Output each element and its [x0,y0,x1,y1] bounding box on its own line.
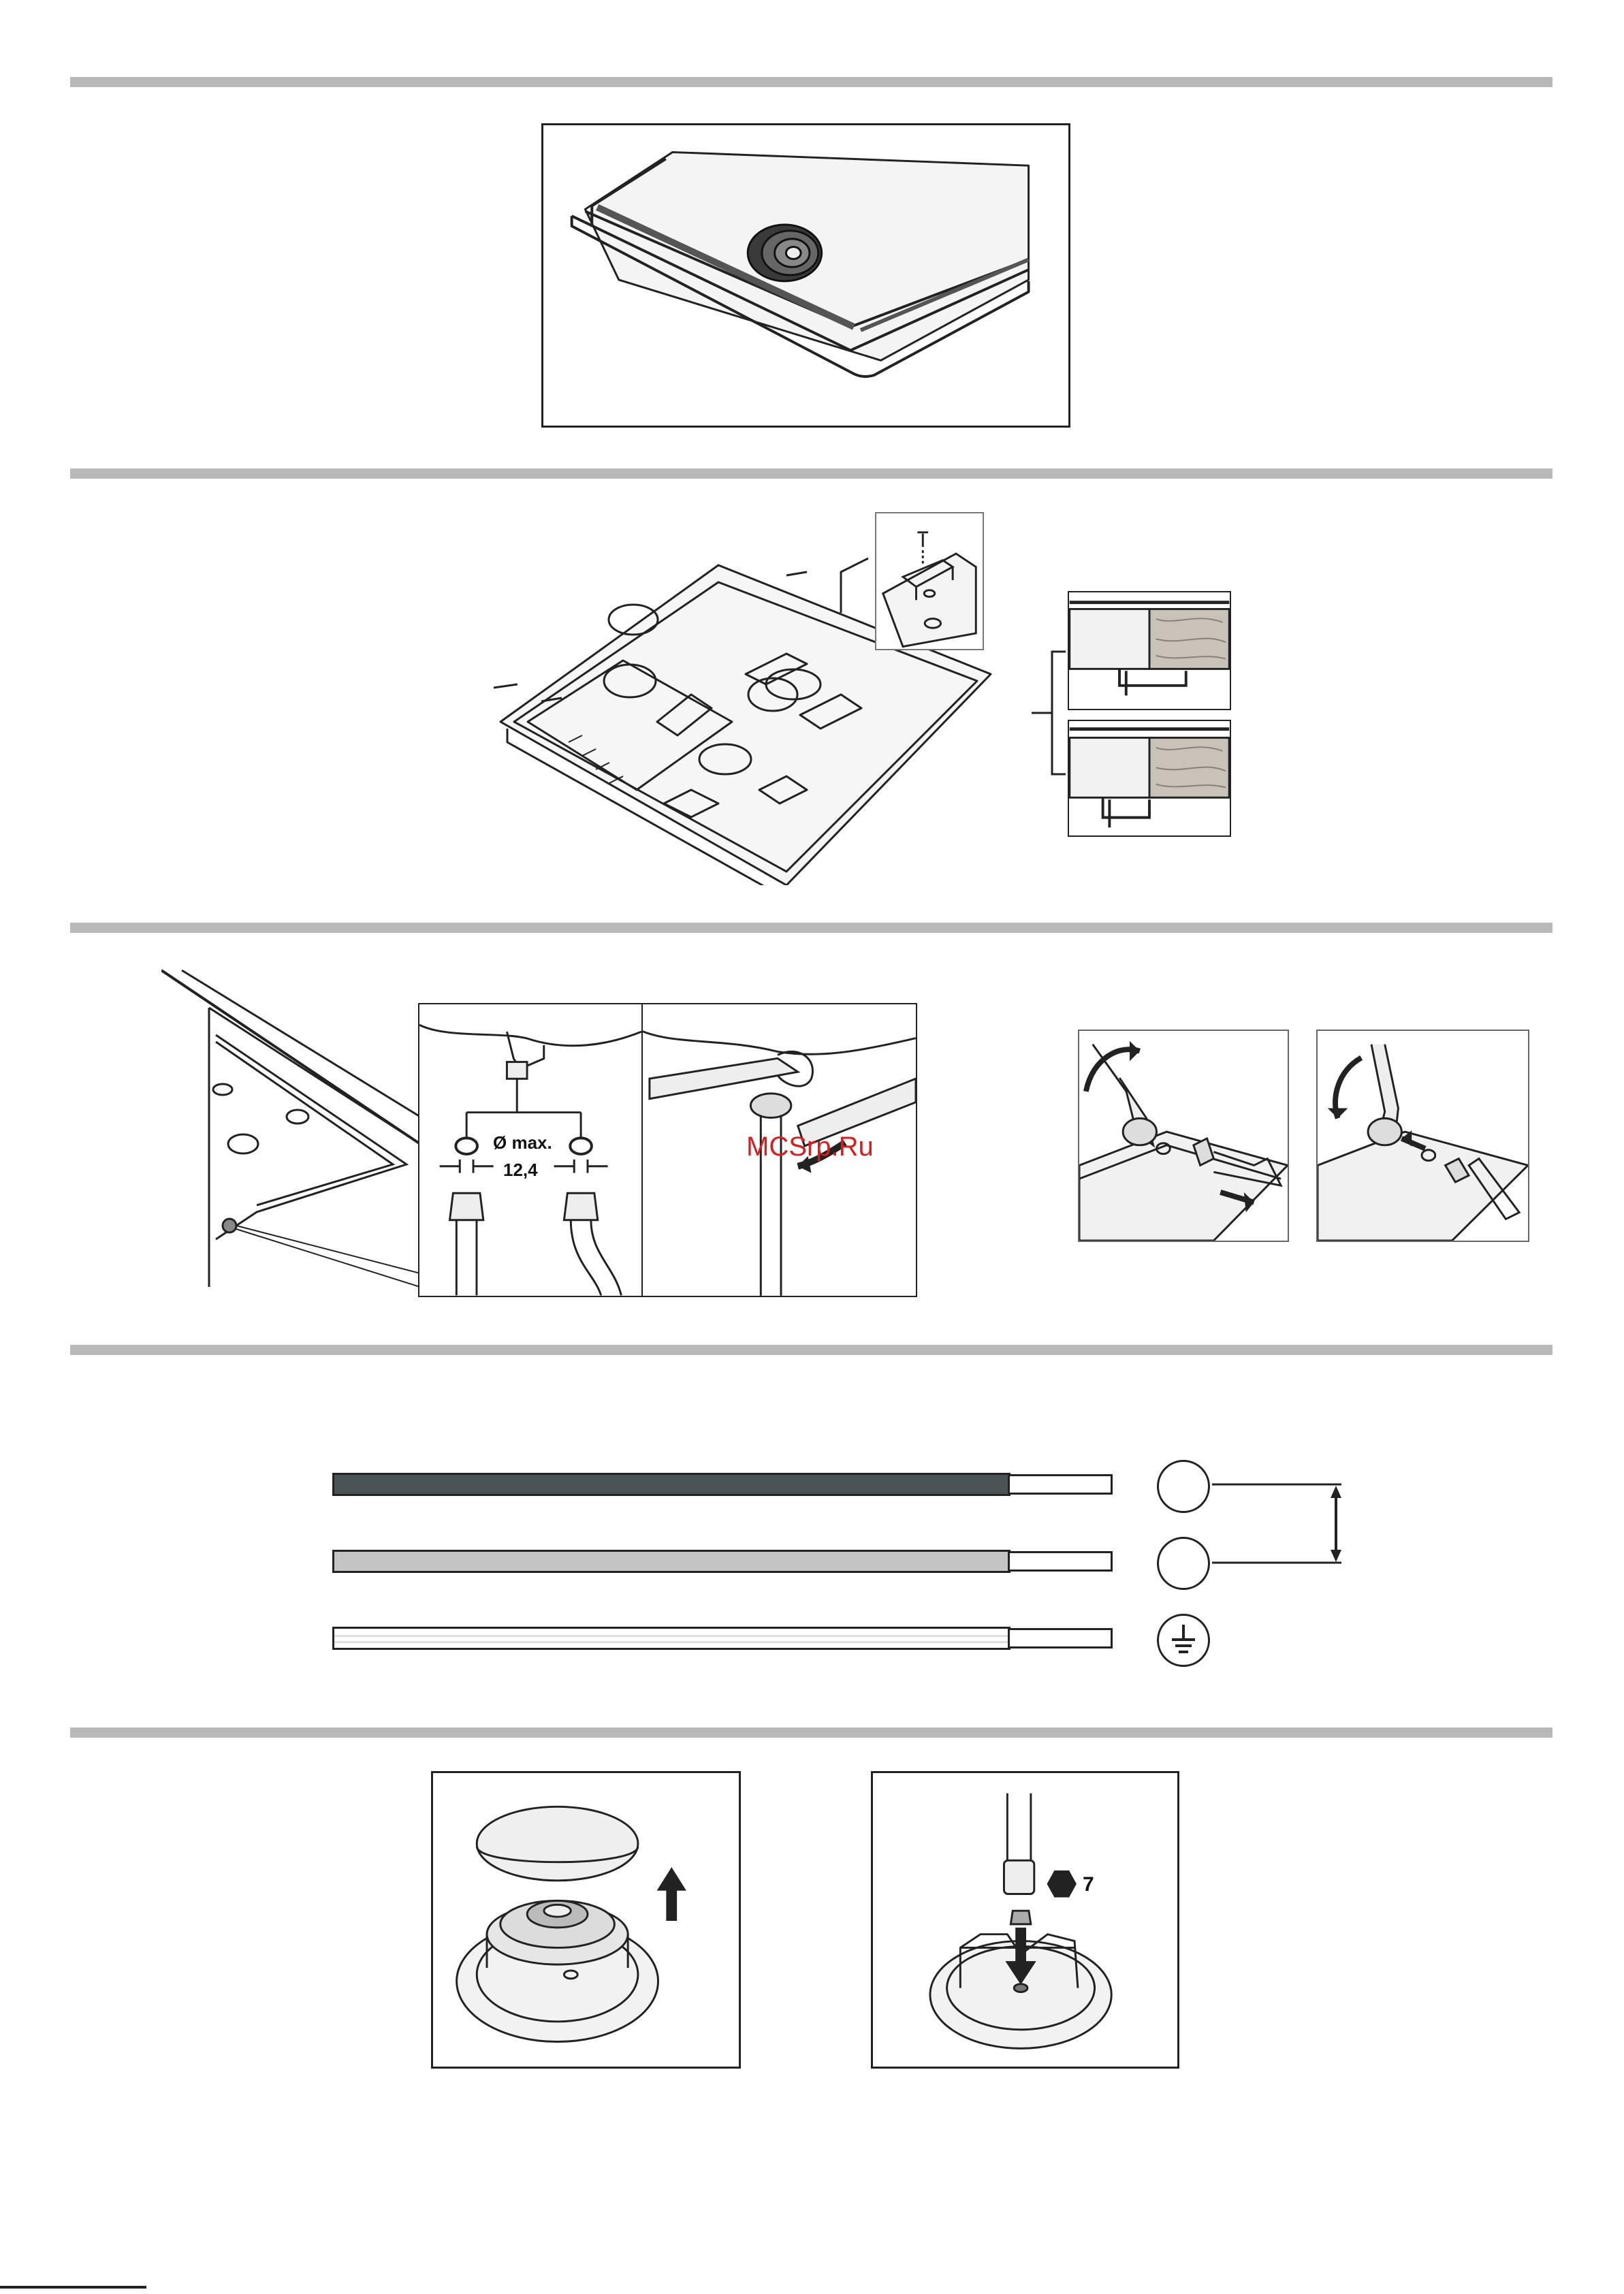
burner-cap-removal-panel [431,1771,741,2069]
diameter-label: Ø max. [493,1132,552,1153]
wrench-loosen-panel-left [1078,1030,1289,1242]
hob-corner-gas-inlet [161,967,420,1287]
arrow-up-icon [657,1867,686,1891]
gas-fitting-dimension-panel: Ø max. 12,4 [418,1003,643,1297]
section-divider-1 [70,77,1553,87]
worktop-clamp-detail-bottom [1068,720,1231,837]
seal-roll-icon [748,225,822,281]
section-divider-5 [70,1727,1553,1738]
wrench-loosen-panel-right [1316,1030,1529,1242]
hob-edge-with-seal-drawing [543,125,1068,426]
cable-live [332,1473,1010,1496]
cable-neutral-stripped-end [1008,1551,1113,1572]
voltage-indicator-lines [1212,1471,1348,1566]
hex-nut-icon [1047,1870,1077,1897]
section-divider-3 [70,923,1553,933]
section-divider-2 [70,468,1553,479]
section-divider-4 [70,1345,1553,1355]
terminal-neutral [1157,1537,1210,1590]
page-corner-mark [0,2286,146,2289]
seal-strip-illustration [541,123,1070,428]
hex-size-label: 7 [1083,1873,1094,1896]
burner-screw-fixing-panel: 7 [871,1771,1179,2069]
cable-earth-stripped-end [1008,1628,1113,1648]
cable-earth [332,1627,1010,1650]
diameter-value: 12,4 [503,1160,538,1181]
cable-neutral [332,1550,1010,1573]
earth-ground-icon [1157,1614,1210,1667]
watermark-text: MCSrp.Ru [746,1132,874,1162]
bracket-screw-detail [875,512,984,650]
cable-live-stripped-end [1008,1474,1113,1495]
terminal-live [1157,1460,1210,1513]
clamp-detail-bracket-line [1032,650,1072,780]
worktop-clamp-detail-top [1068,591,1231,710]
